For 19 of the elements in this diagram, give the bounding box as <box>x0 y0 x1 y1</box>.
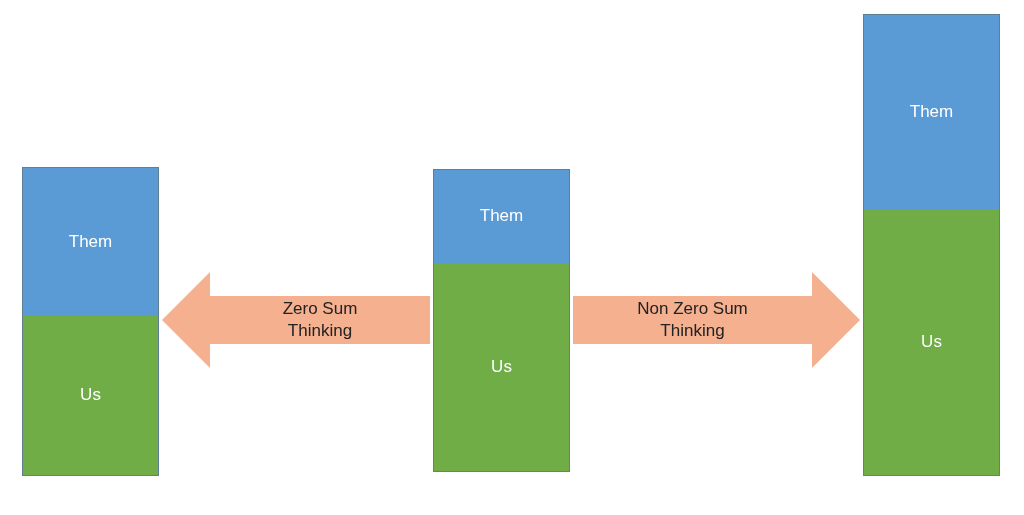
bar-segment <box>23 316 158 475</box>
block-arrow <box>573 272 860 368</box>
segment-label: Them <box>479 206 524 227</box>
segment-label: Us <box>491 356 512 378</box>
edge-label: Zero Sum Thinking <box>281 297 359 342</box>
stacked-bar <box>863 14 1000 476</box>
stacked-bar <box>22 167 159 476</box>
segment-label: Them <box>909 102 954 123</box>
bar-segment <box>864 210 999 475</box>
bar-segment <box>864 15 999 210</box>
bar-segment <box>23 168 158 316</box>
segment-label: Them <box>68 231 113 253</box>
bar-segment <box>434 263 569 471</box>
block-arrow <box>162 272 430 368</box>
stacked-bar <box>433 169 570 472</box>
segment-label: Us <box>80 385 101 406</box>
segment-label: Us <box>921 332 942 353</box>
bar-segment <box>434 170 569 263</box>
edge-label: Non Zero Sum Thinking <box>636 297 749 342</box>
